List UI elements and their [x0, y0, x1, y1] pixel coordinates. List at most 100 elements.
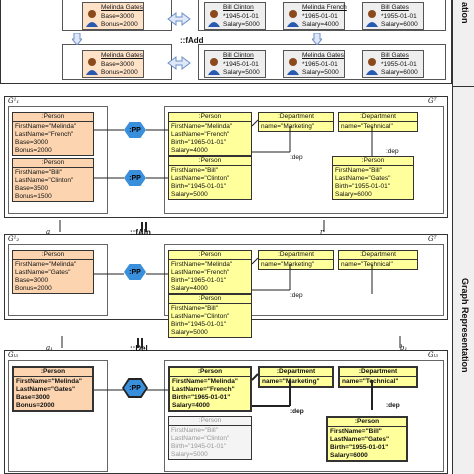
- person-avatar-icon: [365, 57, 379, 75]
- node-attr: Salary=4000: [171, 285, 208, 292]
- person-avatar-icon: [286, 57, 300, 75]
- node-header: :Person: [13, 251, 93, 260]
- pp-hexagon: :PP: [124, 380, 146, 396]
- person-avatar-icon: [85, 57, 99, 75]
- person-avatar-icon: [85, 9, 99, 27]
- mapping-label-r: r: [320, 228, 324, 236]
- node-attr: Salary=4000: [171, 147, 208, 154]
- node-attr: LastName="French": [172, 386, 235, 393]
- person-name: Bill Clinton: [223, 52, 254, 59]
- right-sidebar: ation Graph Representation: [452, 0, 474, 474]
- node-attr: Birth="1965-01-01": [171, 277, 227, 284]
- node-attr: Base=3000: [15, 139, 49, 146]
- node-header: :Person: [13, 113, 93, 122]
- node-attr: FirstName="Bill": [330, 428, 382, 435]
- node-header: :Person: [14, 368, 92, 377]
- node-attr: Bonus=2000: [15, 147, 52, 154]
- fadd-operator: ::fAdd: [180, 36, 204, 45]
- node-attr: FirstName="Bill": [171, 427, 219, 434]
- node-attr: Base=3000: [15, 277, 49, 284]
- node-attr: LastName="Clinton": [171, 313, 230, 320]
- node-attr: FirstName="Melinda": [15, 123, 77, 130]
- node-header: :Person: [169, 157, 251, 166]
- node-attr: Bonus=2000: [16, 402, 55, 409]
- person-attr: Base=3000: [101, 61, 135, 68]
- node-attr: name="Technical": [341, 261, 393, 268]
- right-graph-frame: [164, 106, 444, 214]
- graph-label-left: Gₗ₃: [8, 351, 19, 359]
- node-header: :Person: [169, 113, 251, 122]
- node-header: :Person: [13, 159, 93, 168]
- node-header: :Person: [170, 368, 250, 377]
- right-graph-frame: [164, 244, 444, 316]
- person-name: Bill Gates: [381, 52, 409, 59]
- person-attr: Salary=5000: [302, 69, 339, 76]
- node-attr: Birth="1965-01-01": [172, 394, 231, 401]
- left-graph-frame: [8, 244, 108, 316]
- node-header: :Department: [259, 113, 333, 122]
- node-attr: Salary=5000: [171, 191, 208, 198]
- node-attr: FirstName="Bill": [15, 169, 63, 176]
- node-attr: FirstName="Bill": [171, 305, 219, 312]
- pp-hexagon: :PP: [124, 170, 146, 186]
- person-attr: Bonus=2000: [101, 21, 138, 28]
- node-attr: LastName="French": [15, 131, 74, 138]
- node-attr: Birth="1945-01-01": [171, 183, 227, 190]
- person-attr: Salary=5000: [223, 69, 260, 76]
- node-attr: Base=3000: [16, 394, 50, 401]
- double-arrow-icon: [166, 12, 192, 31]
- node-header: :Person: [333, 157, 413, 166]
- graph-label-left: G¹₂: [8, 235, 20, 243]
- mapping-label-b: b₁: [400, 344, 408, 352]
- node-attr: name="Technical": [341, 123, 393, 130]
- graph-label-right: Gₗ₃: [428, 351, 439, 359]
- node-attr: Salary=6000: [330, 452, 368, 459]
- node-attr: name="Marketing": [261, 123, 315, 130]
- sidebar-bottom-label: Graph Representation: [460, 278, 470, 373]
- person-attr: Salary=5000: [223, 21, 260, 28]
- node-attr: Salary=5000: [171, 329, 208, 336]
- node-header: :Department: [340, 368, 416, 377]
- dep-edge-label: :dep: [290, 154, 303, 161]
- node-header: :Person: [169, 417, 251, 426]
- node-attr: Birth="1955-01-01": [330, 444, 389, 451]
- node-header: :Department: [259, 251, 333, 260]
- node-attr: LastName="Clinton": [171, 175, 230, 182]
- node-attr: LastName="Gates": [335, 175, 391, 182]
- node-attr: FirstName="Melinda": [171, 123, 233, 130]
- person-avatar-icon: [286, 9, 300, 27]
- person-name: Melinda Gates: [101, 52, 143, 59]
- node-attr: Bonus=2000: [15, 285, 52, 292]
- node-header: :Person: [169, 251, 251, 260]
- person-attr: Salary=6000: [381, 21, 418, 28]
- operator-label: ::fAln: [130, 228, 151, 237]
- node-header: :Department: [339, 113, 417, 122]
- sidebar-top-label: ation: [460, 2, 470, 24]
- graph-label-right: Gᵀ: [428, 97, 437, 105]
- left-graph-frame: [8, 360, 108, 472]
- node-attr: Bonus=1500: [15, 193, 52, 200]
- top-section: [0, 0, 452, 84]
- node-attr: FirstName="Bill": [171, 167, 219, 174]
- node-attr: LastName="French": [171, 131, 230, 138]
- node-attr: Salary=6000: [335, 191, 372, 198]
- node-attr: LastName="Gates": [16, 386, 76, 393]
- mapping-label-a: a₁: [46, 344, 53, 352]
- left-graph-frame: [8, 106, 108, 214]
